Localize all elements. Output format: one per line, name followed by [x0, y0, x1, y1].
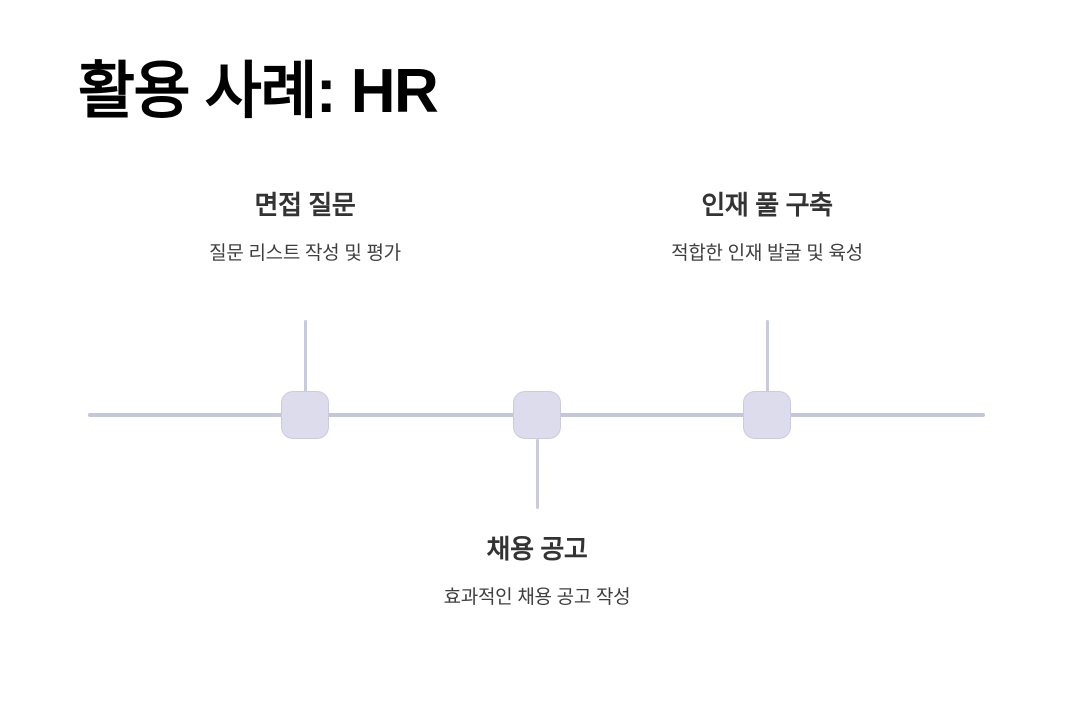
timeline-node-subtitle: 질문 리스트 작성 및 평가 [209, 242, 401, 264]
timeline-connector-stem [303, 320, 307, 392]
timeline-node-label-2: 채용 공고 효과적인 채용 공고 작성 [327, 533, 747, 610]
timeline-connector-stem [765, 320, 769, 392]
timeline-node-subtitle: 효과적인 채용 공고 작성 [443, 586, 631, 608]
timeline-marker-icon[interactable] [513, 391, 561, 439]
timeline-node-label-1: 면접 질문 질문 리스트 작성 및 평가 [95, 189, 515, 266]
timeline-marker-icon[interactable] [743, 391, 791, 439]
timeline-marker-icon[interactable] [281, 391, 329, 439]
timeline-node-heading: 면접 질문 [254, 190, 356, 220]
page-title: 활용 사례: HR [78, 57, 439, 126]
timeline-node-label-3: 인재 풀 구축 적합한 인재 발굴 및 육성 [557, 189, 977, 266]
timeline-node-subtitle: 적합한 인재 발굴 및 육성 [671, 242, 863, 264]
timeline-node-heading: 인재 풀 구축 [701, 190, 833, 220]
timeline-connector-stem [535, 439, 539, 509]
timeline-node-heading: 채용 공고 [486, 534, 588, 564]
